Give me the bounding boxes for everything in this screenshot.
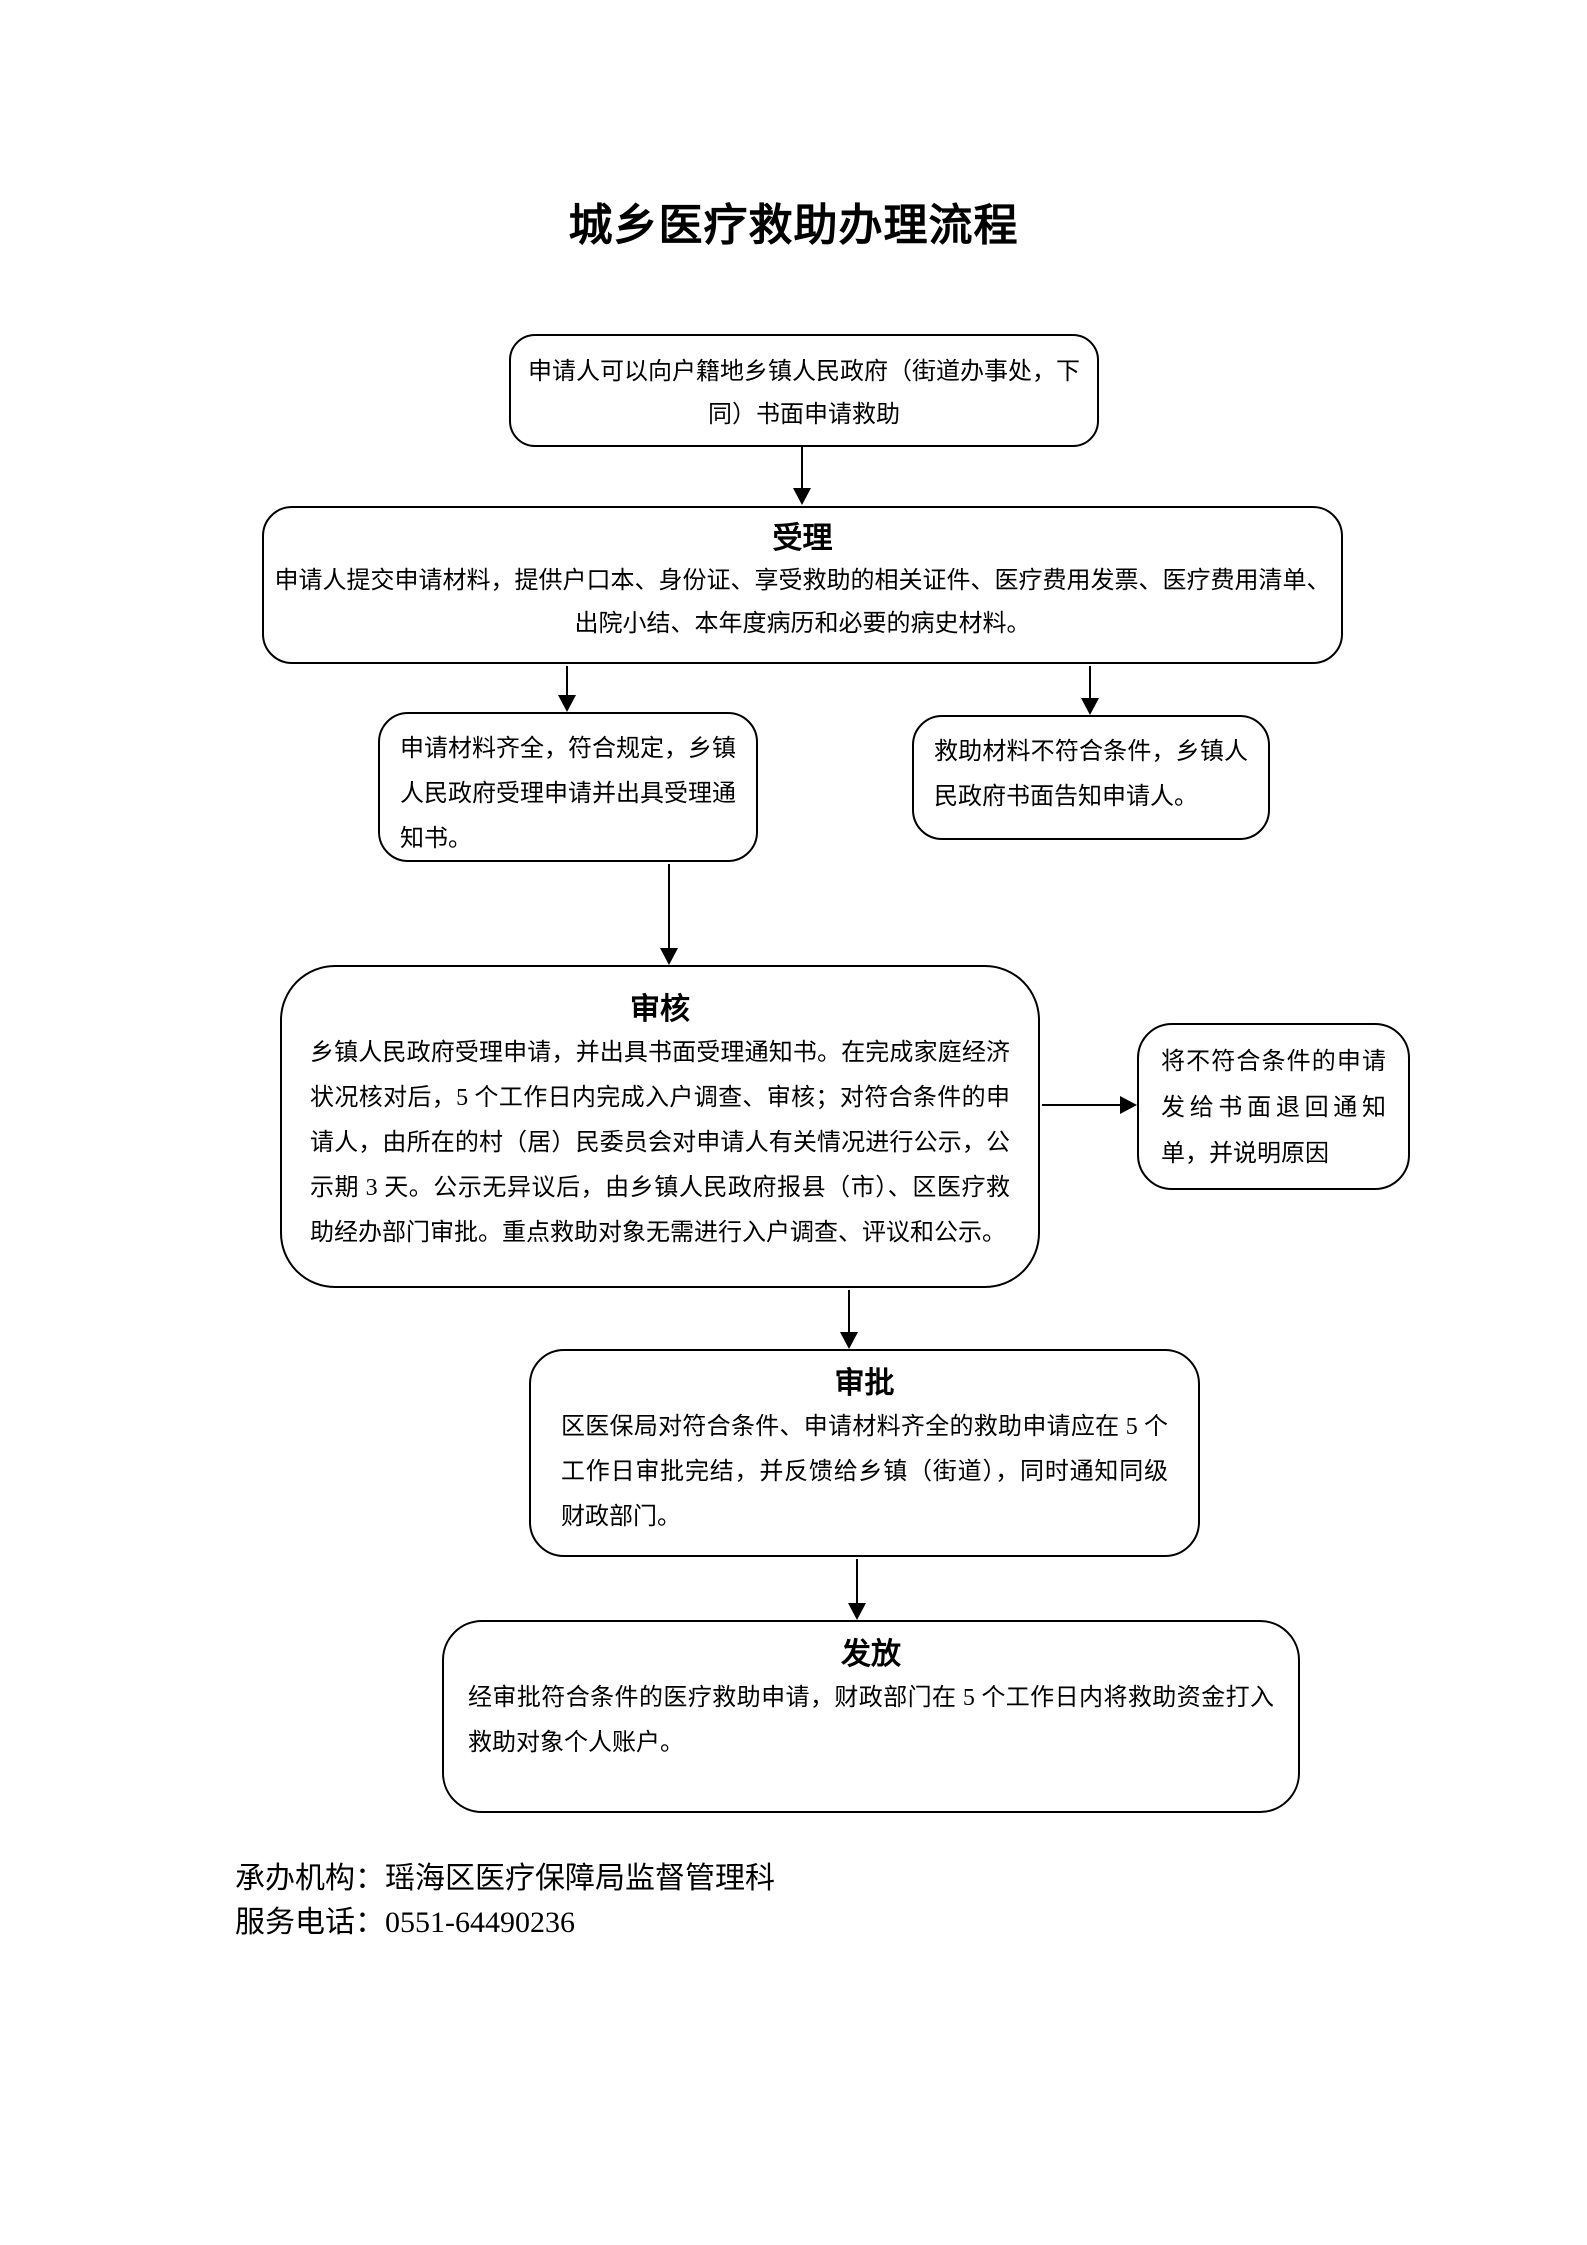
- flow-node-review-title: 审核: [630, 993, 690, 1026]
- footer: 承办机构：瑶海区医疗保障局监督管理科 服务电话：0551-64490236: [235, 1857, 775, 1945]
- flow-node-reject-notice-text: 将不符合条件的申请发给书面退回通知单，并说明原因: [1161, 1049, 1386, 1167]
- connector-accept-fail-arrowhead-icon: [1081, 698, 1099, 715]
- connector-approve-grant-arrowhead-icon: [848, 1603, 866, 1620]
- flow-node-review-body: 乡镇人民政府受理申请，并出具书面受理通知书。在完成家庭经济状况核对后，5 个工作…: [310, 1040, 1010, 1246]
- connector-review-approve-line: [848, 1290, 850, 1332]
- flow-node-grant-title: 发放: [841, 1638, 901, 1671]
- connector-apply-accept-line: [801, 447, 803, 488]
- flow-node-accept-ok-text: 申请材料齐全，符合规定，乡镇人民政府受理申请并出具受理通知书。: [400, 736, 736, 852]
- footer-phone-line: 服务电话：0551-64490236: [235, 1906, 575, 1939]
- connector-ok-review-arrowhead-icon: [660, 948, 678, 965]
- flow-node-accept-ok: 申请材料齐全，符合规定，乡镇人民政府受理申请并出具受理通知书。: [378, 712, 758, 862]
- flow-node-apply: 申请人可以向户籍地乡镇人民政府（街道办事处，下同）书面申请救助: [509, 334, 1099, 447]
- flow-node-approve-body: 区医保局对符合条件、申请材料齐全的救助申请应在 5 个工作日审批完结，并反馈给乡…: [561, 1414, 1168, 1530]
- connector-review-reject-arrowhead-icon: [1120, 1096, 1137, 1114]
- flow-node-accept: 受理 申请人提交申请材料，提供户口本、身份证、享受救助的相关证件、医疗费用发票、…: [262, 506, 1343, 664]
- flow-node-grant: 发放 经审批符合条件的医疗救助申请，财政部门在 5 个工作日内将救助资金打入救助…: [442, 1620, 1300, 1813]
- connector-approve-grant-line: [856, 1559, 858, 1603]
- flow-node-review: 审核 乡镇人民政府受理申请，并出具书面受理通知书。在完成家庭经济状况核对后，5 …: [280, 965, 1040, 1288]
- flow-node-approve: 审批 区医保局对符合条件、申请材料齐全的救助申请应在 5 个工作日审批完结，并反…: [529, 1349, 1200, 1557]
- flow-node-accept-title: 受理: [772, 522, 833, 555]
- flow-node-accept-fail-text: 救助材料不符合条件，乡镇人民政府书面告知申请人。: [934, 739, 1248, 810]
- flow-node-apply-text: 申请人可以向户籍地乡镇人民政府（街道办事处，下同）书面申请救助: [528, 359, 1080, 428]
- flow-node-grant-body: 经审批符合条件的医疗救助申请，财政部门在 5 个工作日内将救助资金打入救助对象个…: [468, 1685, 1274, 1756]
- connector-ok-review-line: [668, 864, 670, 948]
- flow-node-accept-fail: 救助材料不符合条件，乡镇人民政府书面告知申请人。: [912, 715, 1270, 840]
- connector-accept-ok-arrowhead-icon: [558, 695, 576, 712]
- connector-review-approve-arrowhead-icon: [840, 1332, 858, 1349]
- connector-review-reject-line: [1042, 1104, 1120, 1106]
- page-title: 城乡医疗救助办理流程: [568, 201, 1019, 250]
- flow-node-accept-body: 申请人提交申请材料，提供户口本、身份证、享受救助的相关证件、医疗费用发票、医疗费…: [274, 568, 1331, 637]
- connector-accept-fail-line: [1089, 666, 1091, 698]
- flow-node-approve-title: 审批: [834, 1367, 895, 1400]
- flow-node-reject-notice: 将不符合条件的申请发给书面退回通知单，并说明原因: [1137, 1023, 1410, 1190]
- footer-agency-line: 承办机构：瑶海区医疗保障局监督管理科: [235, 1862, 775, 1895]
- connector-accept-ok-line: [566, 666, 568, 695]
- connector-apply-accept-arrowhead-icon: [793, 488, 811, 505]
